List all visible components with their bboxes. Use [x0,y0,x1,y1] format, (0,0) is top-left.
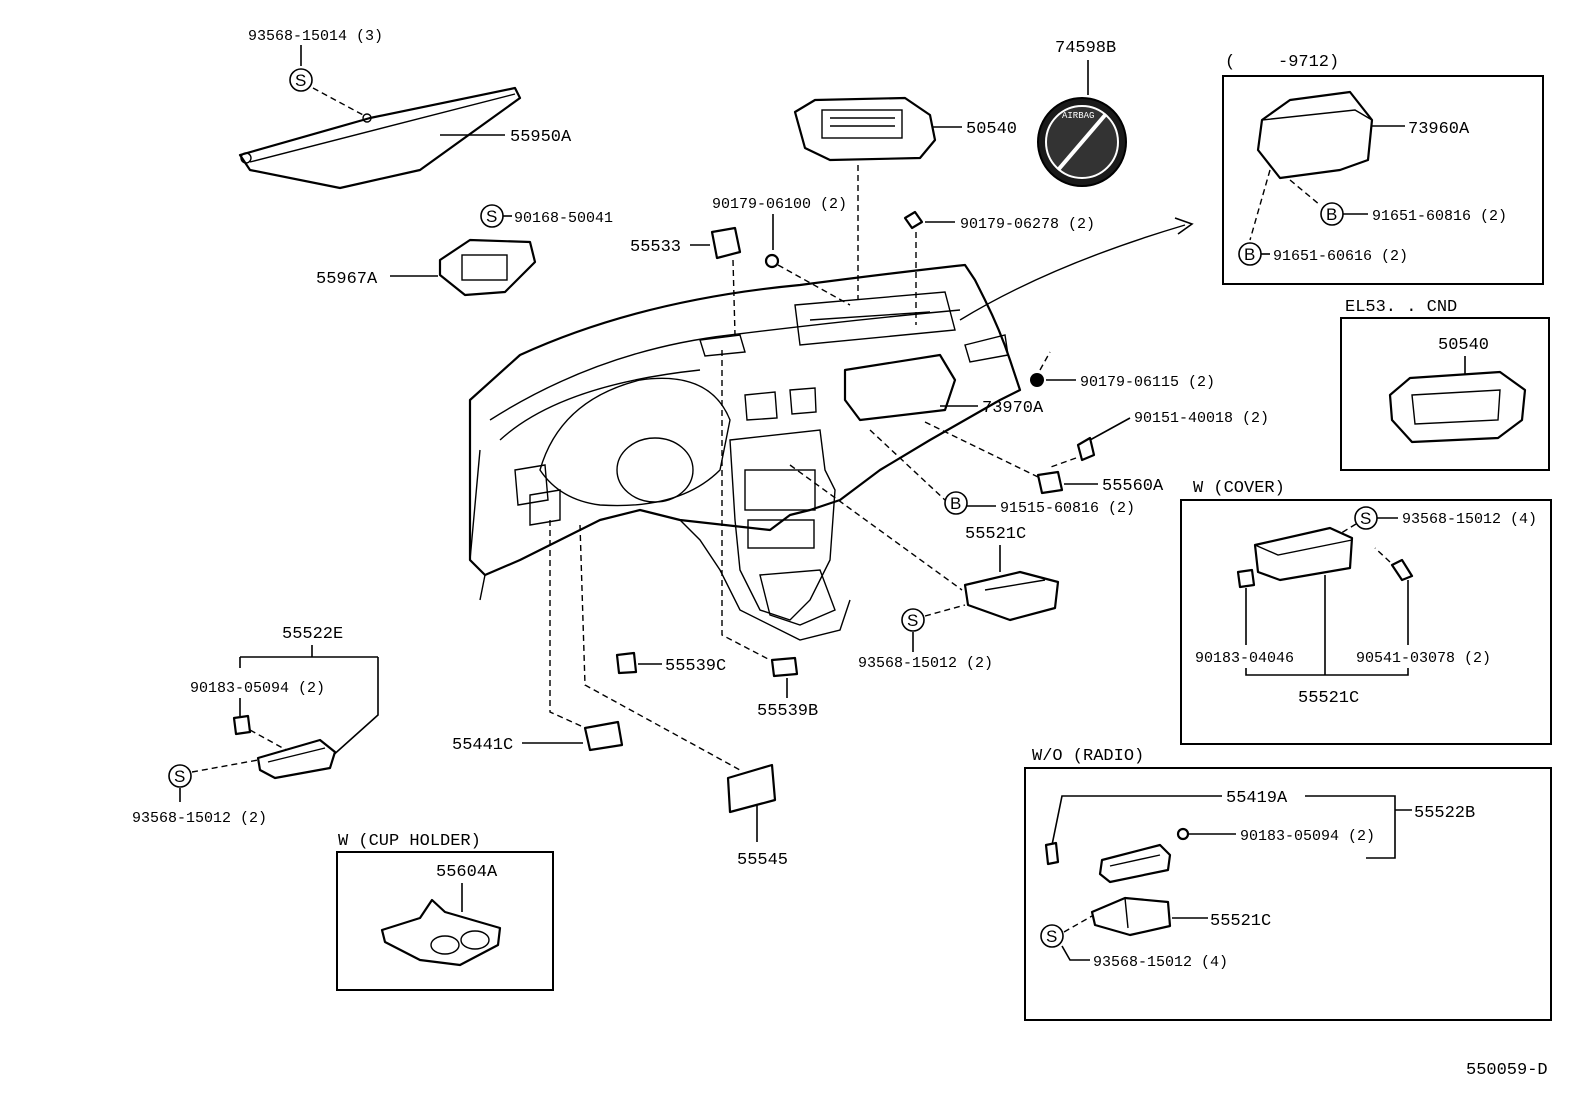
label-50540-el53: 50540 [1438,336,1489,355]
label-90183-05094-left: 90183-05094 (2) [190,680,325,697]
label-55967A: 55967A [316,270,378,289]
box-pre9712 [1222,75,1544,285]
clip-icon [764,253,780,269]
label-73970A: 73970A [982,399,1044,418]
label-91651-60816: 91651-60816 (2) [1372,208,1507,225]
bulb-icon [1044,841,1060,866]
label-55419A: 55419A [1226,789,1288,808]
box-cover-title: W (COVER) [1193,479,1285,498]
svg-text:S: S [174,767,185,786]
clip-icon [903,210,924,230]
clip-icon [1176,827,1190,841]
svg-text:B: B [950,494,961,513]
label-55560A: 55560A [1102,477,1164,496]
screw-icon [1040,924,1064,948]
clip-icon [1236,568,1256,589]
svg-text:S: S [486,207,497,226]
label-90179-06115: 90179-06115 (2) [1080,374,1215,391]
svg-text:S: S [295,71,306,90]
part-73960A [1256,90,1374,180]
box-pre9712-title: -9712) [1278,53,1339,72]
clip-icon [232,714,252,736]
label-55545: 55545 [737,851,788,870]
label-55604A: 55604A [436,863,498,882]
svg-text:S: S [907,611,918,630]
label-90179-06100: 90179-06100 (2) [712,196,847,213]
svg-text:B: B [1326,205,1337,224]
airbag-text: AIRBAG [1062,111,1094,121]
label-93568-15014: 93568-15014 (3) [248,28,383,45]
part-55604A [380,898,502,967]
box-el53-title: EL53. . CND [1345,298,1457,317]
part-55967A [438,238,537,297]
screw-icon [168,764,192,788]
direction-arrow [959,224,1186,321]
label-93568-15012-cover: 93568-15012 (4) [1402,511,1537,528]
box-cup-title: W (CUP HOLDER) [338,832,481,851]
label-55521C-main: 55521C [965,525,1026,544]
part-55533 [710,226,742,260]
part-50540-el53 [1388,370,1527,444]
arrow-head-icon [1174,217,1194,235]
part-50540 [793,96,937,162]
label-73960A: 73960A [1408,120,1470,139]
label-55533: 55533 [630,238,681,257]
label-93568-15012-left: 93568-15012 (2) [132,810,267,827]
box-el53 [1340,317,1550,471]
part-55545 [726,763,777,814]
label-93568-15012-radio: 93568-15012 (4) [1093,954,1228,971]
label-93568-15012-main: 93568-15012 (2) [858,655,993,672]
svg-text:S: S [1046,927,1057,946]
box-cup-holder [336,851,554,991]
label-91515-60816: 91515-60816 (2) [1000,500,1135,517]
instrument-panel [468,263,1022,641]
svg-text:S: S [1360,509,1371,528]
part-55522E [256,738,337,780]
part-55950A [238,86,522,190]
airbag-emblem: AIRBAG [1037,97,1127,187]
label-50540: 50540 [966,120,1017,139]
label-55521C-radio: 55521C [1210,912,1271,931]
part-55441C [583,720,624,752]
part-55521C-radio [1090,896,1172,937]
bolt-symbol-icon [944,491,968,515]
label-90183-05094-radio: 90183-05094 (2) [1240,828,1375,845]
box-radio [1024,767,1552,1021]
svg-text:B: B [1244,245,1255,264]
bolt-icon [1390,558,1414,582]
label-90151-40018: 90151-40018 (2) [1134,410,1269,427]
screw-icon [289,68,313,92]
label-90168-50041: 90168-50041 [514,210,613,227]
part-55521C-main [963,570,1060,622]
screw-icon [901,608,925,632]
label-91651-60616: 91651-60616 (2) [1273,248,1408,265]
part-55521C-cover [1253,526,1354,582]
part-55522B [1098,843,1172,884]
part-55539B [770,656,799,678]
label-55950A: 55950A [510,128,572,147]
label-55522E: 55522E [282,625,343,644]
label-90541-03078: 90541-03078 (2) [1356,650,1491,667]
label-74598B: 74598B [1055,39,1116,58]
label-55522B: 55522B [1414,804,1475,823]
label-55539C: 55539C [665,657,726,676]
label-55539B: 55539B [757,702,818,721]
label-55441C: 55441C [452,736,513,755]
box-pre9712-title-open: ( [1225,53,1235,72]
part-55560A [1036,470,1064,495]
label-55521C-cover: 55521C [1298,689,1359,708]
box-radio-title: W/O (RADIO) [1032,747,1144,766]
document-id: 550059-D [1466,1061,1548,1080]
bolt-icon [1076,436,1096,462]
clip-icon [1030,373,1044,387]
label-90179-06278: 90179-06278 (2) [960,216,1095,233]
label-90183-04046: 90183-04046 [1195,650,1294,667]
part-55539C [615,651,638,675]
box-cover [1180,499,1552,745]
